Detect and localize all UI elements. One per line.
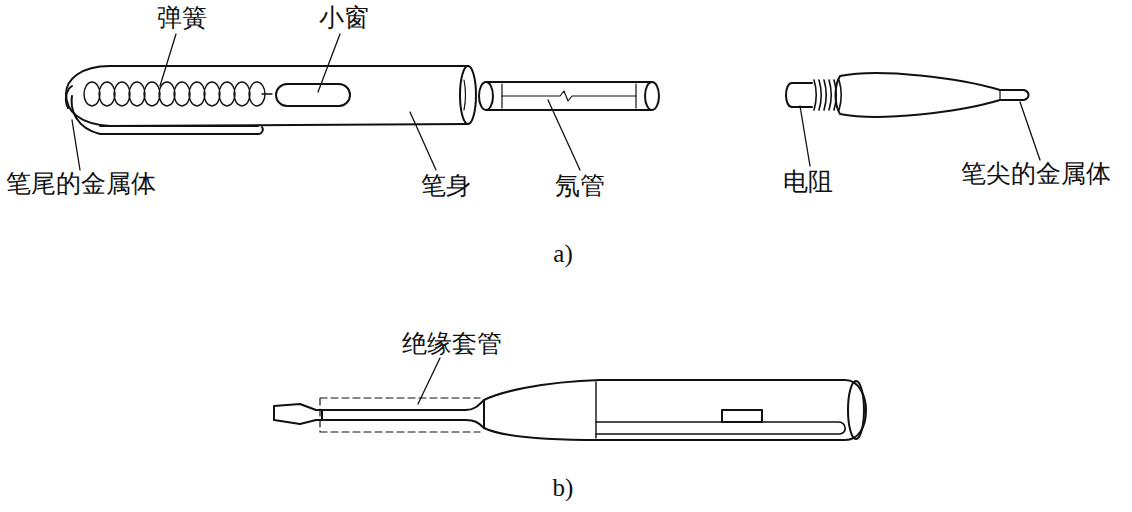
pen-body <box>66 66 476 134</box>
part-label: 弹簧 <box>157 4 207 32</box>
part-label: 电阻 <box>783 168 833 196</box>
part-label: 绝缘套管 <box>402 330 502 358</box>
leader-lines <box>72 34 1040 404</box>
insulation-sleeve <box>320 398 480 432</box>
spring-coil <box>84 82 272 106</box>
part-label: 笔尾的金属体 <box>6 170 156 198</box>
screwdriver-pen <box>274 380 866 440</box>
figure-label: a) <box>553 240 572 268</box>
window <box>276 84 350 106</box>
part-label: 笔尖的金属体 <box>961 160 1111 188</box>
pen-tip-assembly <box>786 73 1029 117</box>
part-label: 笔身 <box>421 172 471 200</box>
part-label: 小窗 <box>319 4 369 32</box>
resistor <box>786 83 812 107</box>
figure-label: b) <box>553 474 574 502</box>
neon-tube <box>479 82 659 110</box>
part-label: 氖管 <box>555 172 605 200</box>
